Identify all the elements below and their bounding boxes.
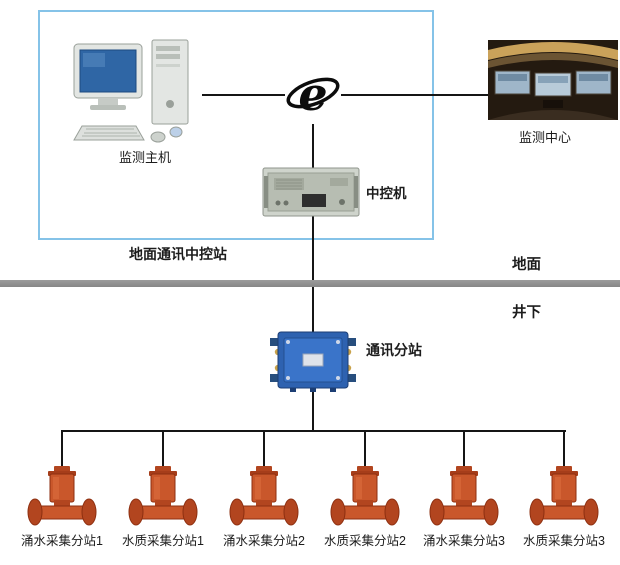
device-label-1: 涌水采集分站1 <box>21 534 103 548</box>
device-label-2: 水质采集分站1 <box>122 534 204 548</box>
drop-line-4 <box>364 430 366 468</box>
drop-line-6 <box>563 430 565 468</box>
drop-line-2 <box>162 430 164 468</box>
flow-meter-icon-4 <box>327 466 403 530</box>
flow-meter-icon-6 <box>526 466 602 530</box>
link-server-to-substation <box>312 216 314 332</box>
link-substation-to-bus <box>312 392 314 432</box>
bus-line <box>62 430 566 432</box>
underground-label: 井下 <box>512 305 541 321</box>
flow-meter-icon-5 <box>426 466 502 530</box>
internet-e-icon: e <box>285 66 341 124</box>
drop-line-1 <box>61 430 63 468</box>
junction-box-icon <box>270 330 356 392</box>
rack-server-icon <box>262 166 360 218</box>
server-label: 中控机 <box>366 186 407 201</box>
device-label-6: 水质采集分站3 <box>523 534 605 548</box>
monitor-center-label: 监测中心 <box>518 130 571 145</box>
flow-meter-icon-2 <box>125 466 201 530</box>
surface-station-box <box>38 10 434 240</box>
ground-divider-bar <box>0 280 620 287</box>
surface-station-label: 地面通讯中控站 <box>129 246 227 262</box>
ground-label: 地面 <box>512 257 541 273</box>
substation-label: 通讯分站 <box>366 342 422 358</box>
control-room-photo <box>488 40 618 120</box>
link-internet-to-server <box>312 96 314 168</box>
flow-meter-icon-3 <box>226 466 302 530</box>
link-host-to-center <box>202 94 492 96</box>
device-label-4: 水质采集分站2 <box>324 534 406 548</box>
drop-line-5 <box>463 430 465 468</box>
drop-line-3 <box>263 430 265 468</box>
device-label-3: 涌水采集分站2 <box>223 534 305 548</box>
desktop-computer-icon <box>66 34 206 152</box>
flow-meter-icon-1 <box>24 466 100 530</box>
host-label: 监测主机 <box>118 150 171 165</box>
device-label-5: 涌水采集分站3 <box>423 534 505 548</box>
svg-text:e: e <box>298 67 327 121</box>
